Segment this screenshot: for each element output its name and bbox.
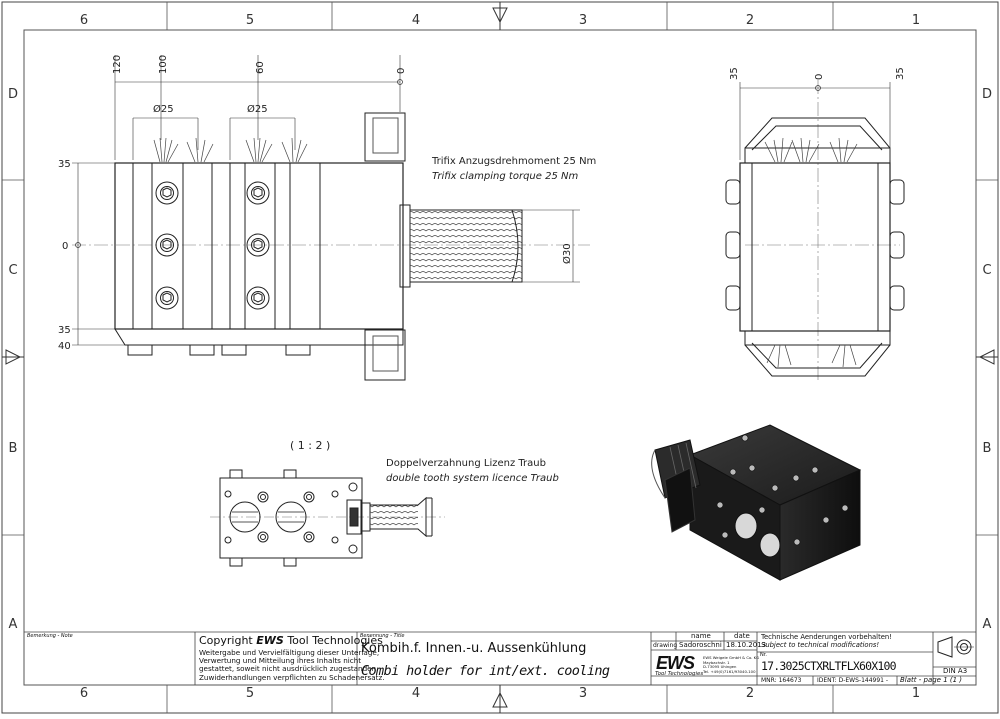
dim-dia25-b: Ø25 [247,103,268,115]
dim-left-35-bottom: 35 [58,325,71,336]
nr-label: Nr. [760,652,767,658]
col-4-bottom: 4 [412,686,420,701]
row-b-right: B [983,441,992,456]
dim-left-0: 0 [62,241,68,252]
company-line-3: D-73095 Uhingen [703,664,737,670]
drawer-name: Sadoroschni [679,641,722,649]
side-dim-35-right: 35 [895,67,906,80]
sheet-page: Blatt - page 1 (1 ) [900,676,963,684]
col-5-top: 5 [246,13,254,28]
title-label: Benennung - Title [360,633,405,639]
col-5-bottom: 5 [246,686,254,701]
col-6-bottom: 6 [80,686,88,701]
doppelverzahnung-note-en: double tooth system licence Traub [386,473,559,484]
front-view [72,55,590,381]
col-6-top: 6 [80,13,88,28]
col-4-top: 4 [412,13,420,28]
row-b-left: B [9,441,18,456]
ews-logo-sub: Tool Technologies [655,671,704,677]
side-view [725,80,905,380]
dim-dia25-a: Ø25 [153,103,174,115]
row-drawing-label: drawing [653,642,678,649]
col-2-top: 2 [746,13,754,28]
isometric-view [651,424,862,581]
trifix-note: Trifix Anzugsdrehmoment 25 Nm Trifix cla… [431,156,596,182]
copyright-prefix: Copyright [199,634,257,647]
copyright-text: Weitergabe und Vervielfältigung dieser U… [199,648,385,682]
row-a-left: A [9,617,18,632]
col-name-header: name [691,632,711,640]
dim-left-40: 40 [58,341,71,352]
side-view-dims: 35 0 35 [729,67,906,80]
company-line-2: Maybachstr. 1 [703,659,730,665]
zone-labels-bottom: 6 5 4 3 2 1 [80,686,920,701]
copyright-line-1: Weitergabe und Vervielfältigung dieser U… [199,648,380,657]
col-date-header: date [734,632,750,640]
dim-0: 0 [396,68,407,74]
ews-logo: EWS [656,653,695,673]
mnr: MNR: 164673 [761,677,802,684]
dim-left-35-top: 35 [58,159,71,170]
drawing-date: 18.10.2013 [726,641,767,649]
dim-100: 100 [158,55,169,74]
row-a-right: A [983,617,992,632]
changes-note-en: Subject to technical modifications! [761,641,880,649]
col-2-bottom: 2 [746,686,754,701]
copyright-line-3: gestattet, soweit nicht ausdrücklich zug… [199,664,379,674]
row-c-left: C [8,263,17,278]
projection-symbol [937,636,974,658]
copyright-brand: EWS [256,634,284,647]
side-dim-35-left: 35 [729,67,740,80]
row-d-right: D [982,87,992,102]
row-c-right: C [982,263,991,278]
copyright-suffix: Tool Technologies [283,634,383,647]
detail-view [210,469,445,567]
remark-label: Bemerkung - Note [27,633,73,639]
col-3-bottom: 3 [579,686,587,701]
doppelverzahnung-note: Doppelverzahnung Lizenz Traub double too… [386,458,559,484]
title-en: Combi holder for int/ext. cooling [361,663,610,679]
copyright-line-4: Zuwiderhandlungen verpflichten zu Schade… [199,672,385,682]
trifix-note-en: Trifix clamping torque 25 Nm [432,171,578,182]
changes-note-de: Technische Aenderungen vorbehalten! [761,633,892,641]
side-dim-0: 0 [814,74,825,80]
copyright-heading: Copyright EWS Tool Technologies [199,635,383,647]
ident: IDENT: D-EWS-144991 - [817,677,889,684]
company-line-4: Tel. +49(0)7161/93040-100 [703,668,756,674]
trifix-note-de: Trifix Anzugsdrehmoment 25 Nm [431,156,596,167]
dim-60: 60 [255,61,266,74]
dim-shank-dia30: Ø30 [561,243,573,264]
col-3-top: 3 [579,13,587,28]
part-number: 17.3025CTXRLTFLX60X100 [761,659,897,673]
paper-format: DIN A3 [943,667,968,675]
front-view-dims: 120 100 60 0 Ø25 Ø25 35 0 35 40 Ø30 [58,55,573,352]
detail-view-labels: ( 1 : 2 ) [290,439,330,452]
doppelverzahnung-note-de: Doppelverzahnung Lizenz Traub [386,458,546,469]
zone-labels-top: 6 5 4 3 2 1 [80,13,920,28]
col-1-bottom: 1 [912,686,920,701]
inner-frame [23,29,977,686]
company-address: EWS Weigele GmbH & Co. KG Maybachstr. 1 … [703,655,760,674]
detail-scale: ( 1 : 2 ) [290,439,330,452]
row-d-left: D [8,87,18,102]
company-line-1: EWS Weigele GmbH & Co. KG [703,655,760,660]
col-1-top: 1 [912,13,920,28]
title-de: Kombih.f. Innen.-u. Aussenkühlung [361,641,587,656]
dim-120: 120 [112,55,123,74]
zone-labels-rows: D C B A D C B A [8,87,992,632]
title-block-lines [24,631,976,685]
copyright-line-2: Verwertung und Mitteilung ihres Inhalts … [199,656,362,666]
